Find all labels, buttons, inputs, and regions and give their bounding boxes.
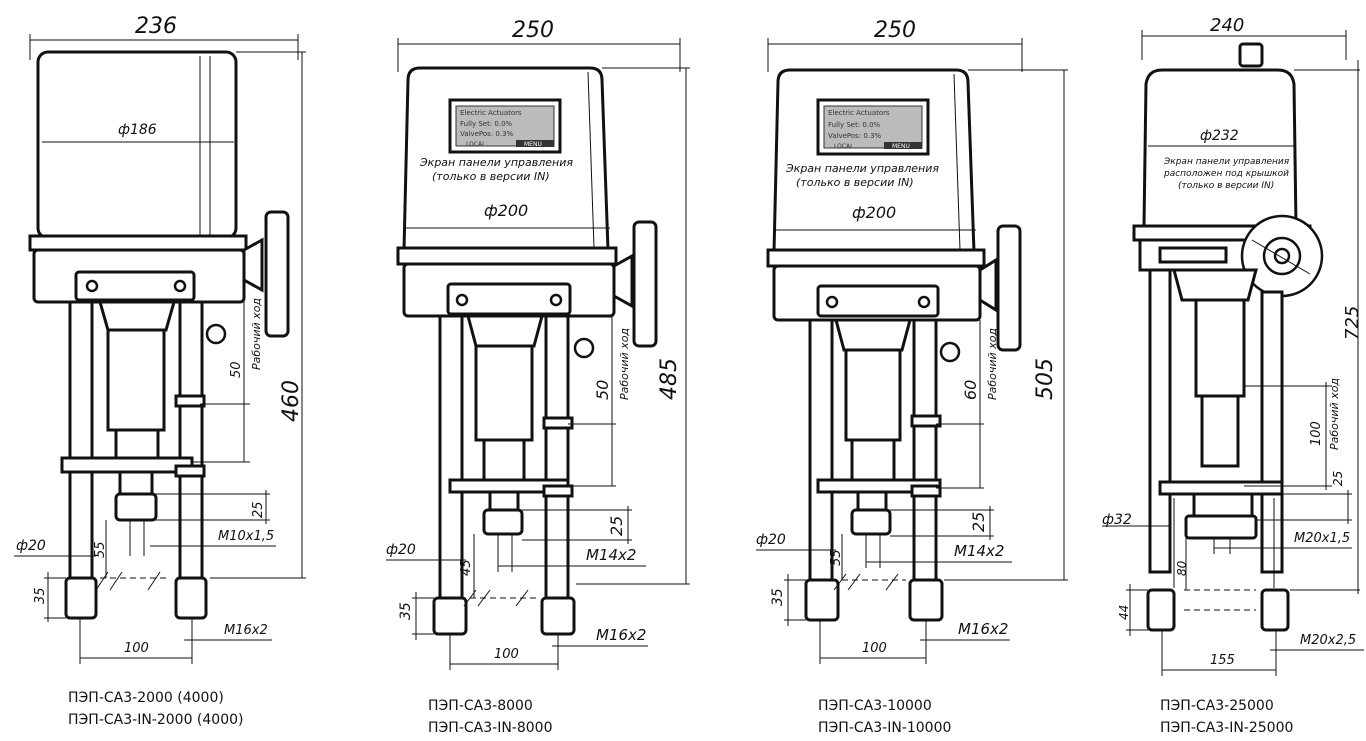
dim-height: 485: [657, 358, 682, 400]
dim-c: 55: [93, 541, 108, 558]
stroke-label: Рабочий ход: [618, 328, 631, 400]
drawing-4: 240 ф232 Экран панели управления располо…: [1102, 15, 1364, 736]
dim-height: 460: [279, 380, 304, 422]
dim-c: 55: [829, 549, 844, 566]
screen-btn2: MENU: [524, 141, 542, 148]
stroke-label: Рабочий ход: [1328, 378, 1341, 450]
thread-foot: M16x2: [224, 623, 268, 638]
screen-title: Electric Actuators: [460, 109, 522, 117]
thread-rod: M14x2: [586, 546, 636, 564]
dim-c: 80: [1175, 560, 1189, 576]
dim-width: 236: [135, 14, 177, 39]
dim-height: 725: [1342, 306, 1363, 340]
dim-width: 250: [874, 18, 916, 43]
screen-note-2: (только в версии IN): [432, 170, 550, 183]
caption-2: ПЭП-СА3-IN-25000: [1160, 720, 1293, 736]
dim-width: 250: [512, 18, 554, 43]
thread-rod: M20x1,5: [1294, 531, 1350, 546]
screen-note-2: (только в версии IN): [796, 176, 914, 189]
dim-rod: ф20: [756, 532, 786, 548]
dim-d: 35: [398, 602, 414, 620]
drawing-3: 250 Electric Actuators Fully Set: 0.0% V…: [756, 18, 1068, 736]
screen-title: Electric Actuators: [828, 109, 890, 117]
thread-rod: M14x2: [954, 542, 1004, 560]
screen-note-2: расположен под крышкой: [1163, 169, 1289, 179]
dim-spacing: 100: [494, 647, 519, 662]
dim-b: 25: [969, 512, 988, 532]
caption-2: ПЭП-СА3-IN-8000: [428, 720, 552, 736]
dim-stroke: 100: [1309, 421, 1324, 446]
dim-height: 505: [1033, 358, 1058, 400]
screen-note-3: (только в версии IN): [1178, 181, 1274, 191]
drawing-1: 236 ф186 460: [14, 14, 306, 728]
dim-spacing: 100: [862, 641, 887, 656]
thread-foot: M16x2: [596, 626, 646, 644]
caption-1: ПЭП-СА3-8000: [428, 698, 533, 714]
screen-note-1: Экран панели управления: [785, 162, 939, 175]
dim-width: 240: [1210, 15, 1244, 36]
dim-d: 35: [770, 588, 786, 606]
dim-b: 25: [607, 516, 626, 536]
caption-1: ПЭП-СА3-10000: [818, 698, 932, 714]
drawing-2: 250 Electric Actuators Fully Set: 0.0% V…: [386, 18, 690, 736]
caption-2: ПЭП-СА3-IN-2000 (4000): [68, 712, 243, 728]
dim-rod: ф20: [16, 538, 46, 554]
dim-stroke: 50: [229, 361, 244, 378]
stroke-label: Рабочий ход: [250, 298, 263, 370]
screen-row1: Fully Set: 0.0%: [828, 121, 881, 129]
dim-b: 25: [1331, 471, 1345, 486]
screen-note-1: Экран панели управления: [1163, 157, 1290, 167]
thread-rod: M10x1,5: [218, 529, 274, 544]
screen-btn2: MENU: [892, 143, 910, 150]
dim-d: 35: [33, 587, 48, 604]
screen-row2: ValvePos: 0.3%: [828, 132, 882, 140]
screen-row1: Fully Set: 0.0%: [460, 120, 513, 128]
dim-diameter: ф186: [118, 122, 157, 138]
screen-row2: ValvePos: 0.3%: [460, 130, 514, 138]
dim-diameter: ф200: [852, 203, 896, 222]
caption-1: ПЭП-СА3-25000: [1160, 698, 1274, 714]
caption-1: ПЭП-СА3-2000 (4000): [68, 690, 224, 706]
dim-spacing: 155: [1210, 653, 1235, 668]
dim-rod: ф20: [386, 542, 416, 558]
dim-spacing: 100: [124, 641, 149, 656]
thread-foot: M16x2: [958, 620, 1008, 638]
screen-btn1: LOCAL: [834, 143, 854, 150]
dim-b: 25: [251, 501, 266, 518]
dim-diameter: ф232: [1200, 128, 1239, 144]
stroke-label: Рабочий ход: [986, 328, 999, 400]
dim-rod: ф32: [1102, 512, 1132, 528]
dim-diameter: ф200: [484, 201, 528, 220]
thread-foot: M20x2,5: [1300, 633, 1356, 648]
dim-c: 45: [459, 559, 474, 576]
screen-btn1: LOCAL: [466, 141, 486, 148]
caption-2: ПЭП-СА3-IN-10000: [818, 720, 951, 736]
dim-d: 44: [1117, 605, 1131, 620]
dim-stroke: 50: [593, 380, 612, 400]
screen-note-1: Экран панели управления: [419, 156, 573, 169]
dim-stroke: 60: [961, 380, 980, 400]
